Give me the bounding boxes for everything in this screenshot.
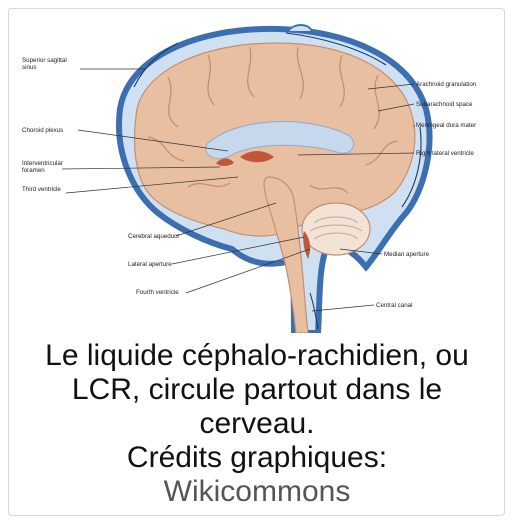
image-caption: Le liquide céphalo-rachidien, ou LCR, ci… [19,339,495,509]
label-foramen: foramen [22,167,45,174]
label-third-ventricle: Third ventricle [22,186,61,193]
label-cerebral-aqueduct: Cerebral aqueduct [128,233,179,240]
label-superior-sagittal-sinus: Superior sagittal [22,57,67,64]
label-arachnoid-granulation: Arachnoid granulation [416,81,477,88]
label-choroid-plexus: Choroid plexus [22,127,63,134]
label-central-canal: Central canal [376,302,412,309]
brain-csf-diagram[interactable]: Superior sagittal sinus Choroid plexus I… [18,17,496,333]
image-card: Superior sagittal sinus Choroid plexus I… [8,8,505,516]
label-superior-sagittal-sinus-2: sinus [22,64,36,71]
label-right-lateral-ventricle: Right lateral ventricle [416,150,474,157]
caption-line-3: cerveau. [19,407,495,441]
caption-line-5: Wikicommons [19,475,495,509]
arachnoid-granulation [288,25,312,31]
cerebellum [302,203,370,255]
caption-line-1: Le liquide céphalo-rachidien, ou [19,339,495,373]
brain-diagram-svg: Superior sagittal sinus Choroid plexus I… [18,17,496,333]
caption-line-2: LCR, circule partout dans le [19,373,495,407]
caption-line-4: Crédits graphiques: [19,441,495,475]
label-interventricular: Interventricular [22,160,63,167]
credit-link-wikicommons[interactable]: Wikicommons [164,475,351,508]
label-fourth-ventricle: Fourth ventricle [136,289,179,296]
label-median-aperture: Median aperture [384,251,430,258]
label-subarachnoid-space: Subarachnoid space [416,101,473,108]
label-meningeal-dura-mater: Meningeal dura mater [416,122,476,129]
label-lateral-aperture: Lateral aperture [128,261,172,268]
